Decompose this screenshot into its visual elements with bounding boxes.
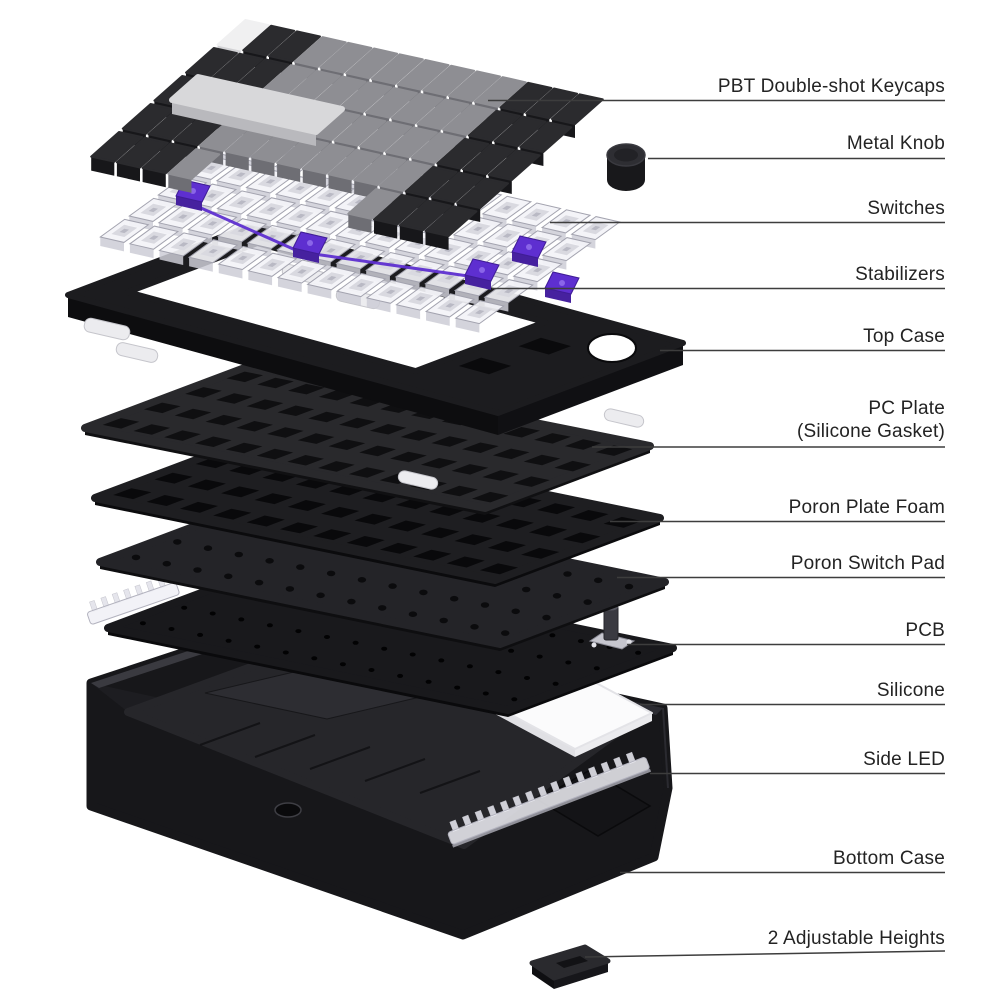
label-stabilizers: Stabilizers: [855, 264, 945, 285]
label-bottom-case: Bottom Case: [833, 848, 945, 869]
pcb-layer: [104, 562, 677, 717]
metal-knob-part: [606, 143, 646, 191]
leader-lines: [488, 99, 946, 958]
label-poron-switch-pad: Poron Switch Pad: [791, 553, 945, 574]
side-led-strip: [447, 751, 652, 848]
part-labels: PBT Double-shot Keycaps Metal Knob Switc…: [718, 76, 945, 949]
label-poron-plate-foam: Poron Plate Foam: [789, 497, 945, 518]
label-pcb: PCB: [905, 620, 945, 641]
label-keycaps: PBT Double-shot Keycaps: [718, 76, 945, 97]
label-top-case: Top Case: [863, 326, 945, 347]
label-pc-plate-line2: (Silicone Gasket): [797, 421, 945, 442]
label-side-led: Side LED: [863, 749, 945, 770]
stabilizers-parts: [175, 179, 580, 303]
adjustable-foot: [529, 944, 611, 989]
leader-line-adjustable-heights: [584, 950, 946, 958]
top-case-layer: [65, 222, 686, 435]
label-switches: Switches: [867, 198, 945, 219]
keycaps-layer: [90, 19, 604, 250]
label-silicone: Silicone: [877, 680, 945, 701]
label-metal-knob: Metal Knob: [847, 133, 945, 154]
label-adjustable-heights: 2 Adjustable Heights: [768, 928, 945, 949]
label-pc-plate: PC Plate: [868, 398, 945, 419]
